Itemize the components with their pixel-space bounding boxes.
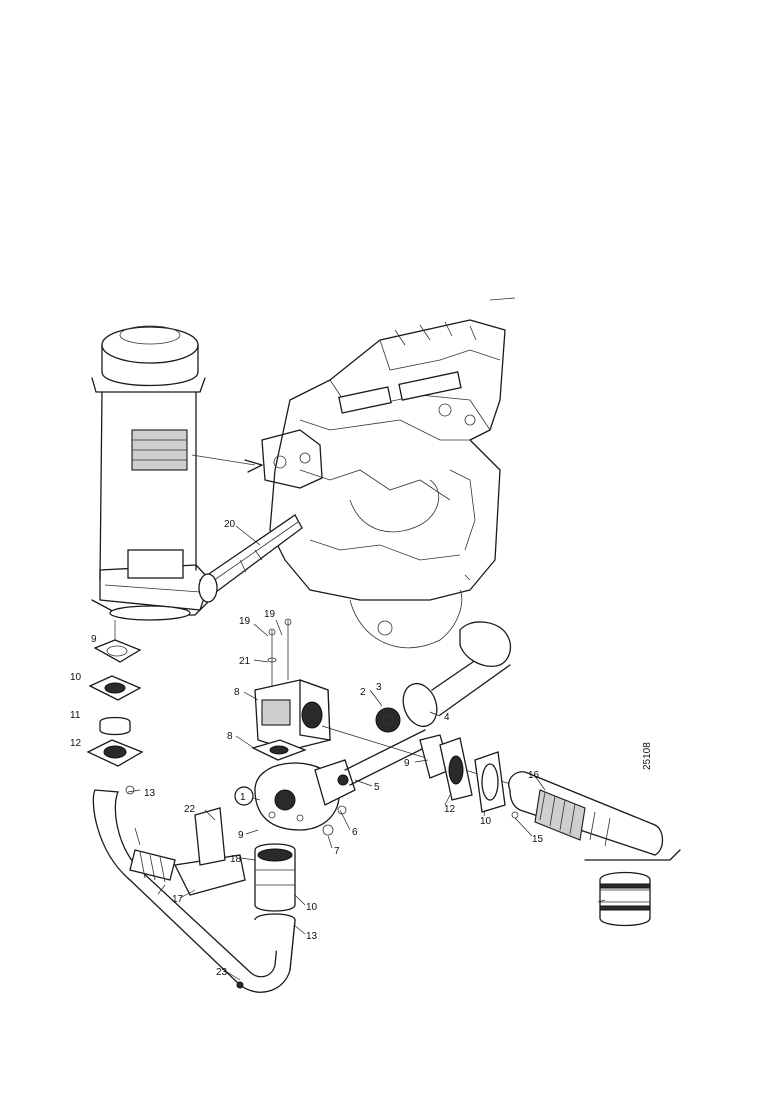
label-20: 23 xyxy=(216,967,228,978)
label-11: 11 xyxy=(70,710,81,721)
label-16b: 16 xyxy=(528,770,540,781)
pump-assembly xyxy=(251,618,431,836)
label-12b: 12 xyxy=(444,804,456,815)
label-8b: 8 xyxy=(227,731,233,742)
label-13: 13 xyxy=(306,931,318,942)
callout-1-text: 1 xyxy=(240,792,246,803)
label-6: 6 xyxy=(352,827,358,838)
label-19: 21 xyxy=(239,656,251,667)
heat-exchanger-tank xyxy=(91,325,263,621)
exhaust-pipe-assembly xyxy=(92,789,296,993)
label-9c: 9 xyxy=(404,758,410,769)
label-13c: 15 xyxy=(532,834,544,845)
engine-block xyxy=(261,297,516,649)
label-17: 19 xyxy=(264,609,276,620)
label-7: 7 xyxy=(334,846,340,857)
label-10a: 10 xyxy=(70,672,82,683)
impeller-group xyxy=(375,621,512,733)
label-19b: 22 xyxy=(184,804,196,815)
label-5: 5 xyxy=(374,782,380,793)
label-3: 3 xyxy=(376,682,382,693)
label-10: 10 xyxy=(306,902,318,913)
label-15: 18 xyxy=(230,854,242,865)
pipe-16 xyxy=(198,514,303,603)
label-4: 4 xyxy=(444,712,450,723)
label-8: 8 xyxy=(234,687,240,698)
leader-lines xyxy=(127,525,606,981)
label-16: 20 xyxy=(224,519,236,530)
callout-1: 1 xyxy=(234,786,254,806)
figure-reference-number: 25108 xyxy=(642,742,653,770)
label-14: 17 xyxy=(172,894,184,905)
label-9: 9 xyxy=(238,830,244,841)
label-9a: 9 xyxy=(91,634,97,645)
right-flange-stack xyxy=(419,734,519,819)
right-pipe-16 xyxy=(508,771,681,927)
label-2: 2 xyxy=(360,687,366,698)
label-13a: 13 xyxy=(144,788,156,799)
label-18: 19 xyxy=(239,616,251,627)
label-10c: 10 xyxy=(480,816,492,827)
label-12: 12 xyxy=(70,738,82,749)
part-labels: 20 19 19 21 8 8 9 22 18 10 13 23 17 9 10… xyxy=(70,519,544,978)
left-flange-stack xyxy=(86,620,144,795)
